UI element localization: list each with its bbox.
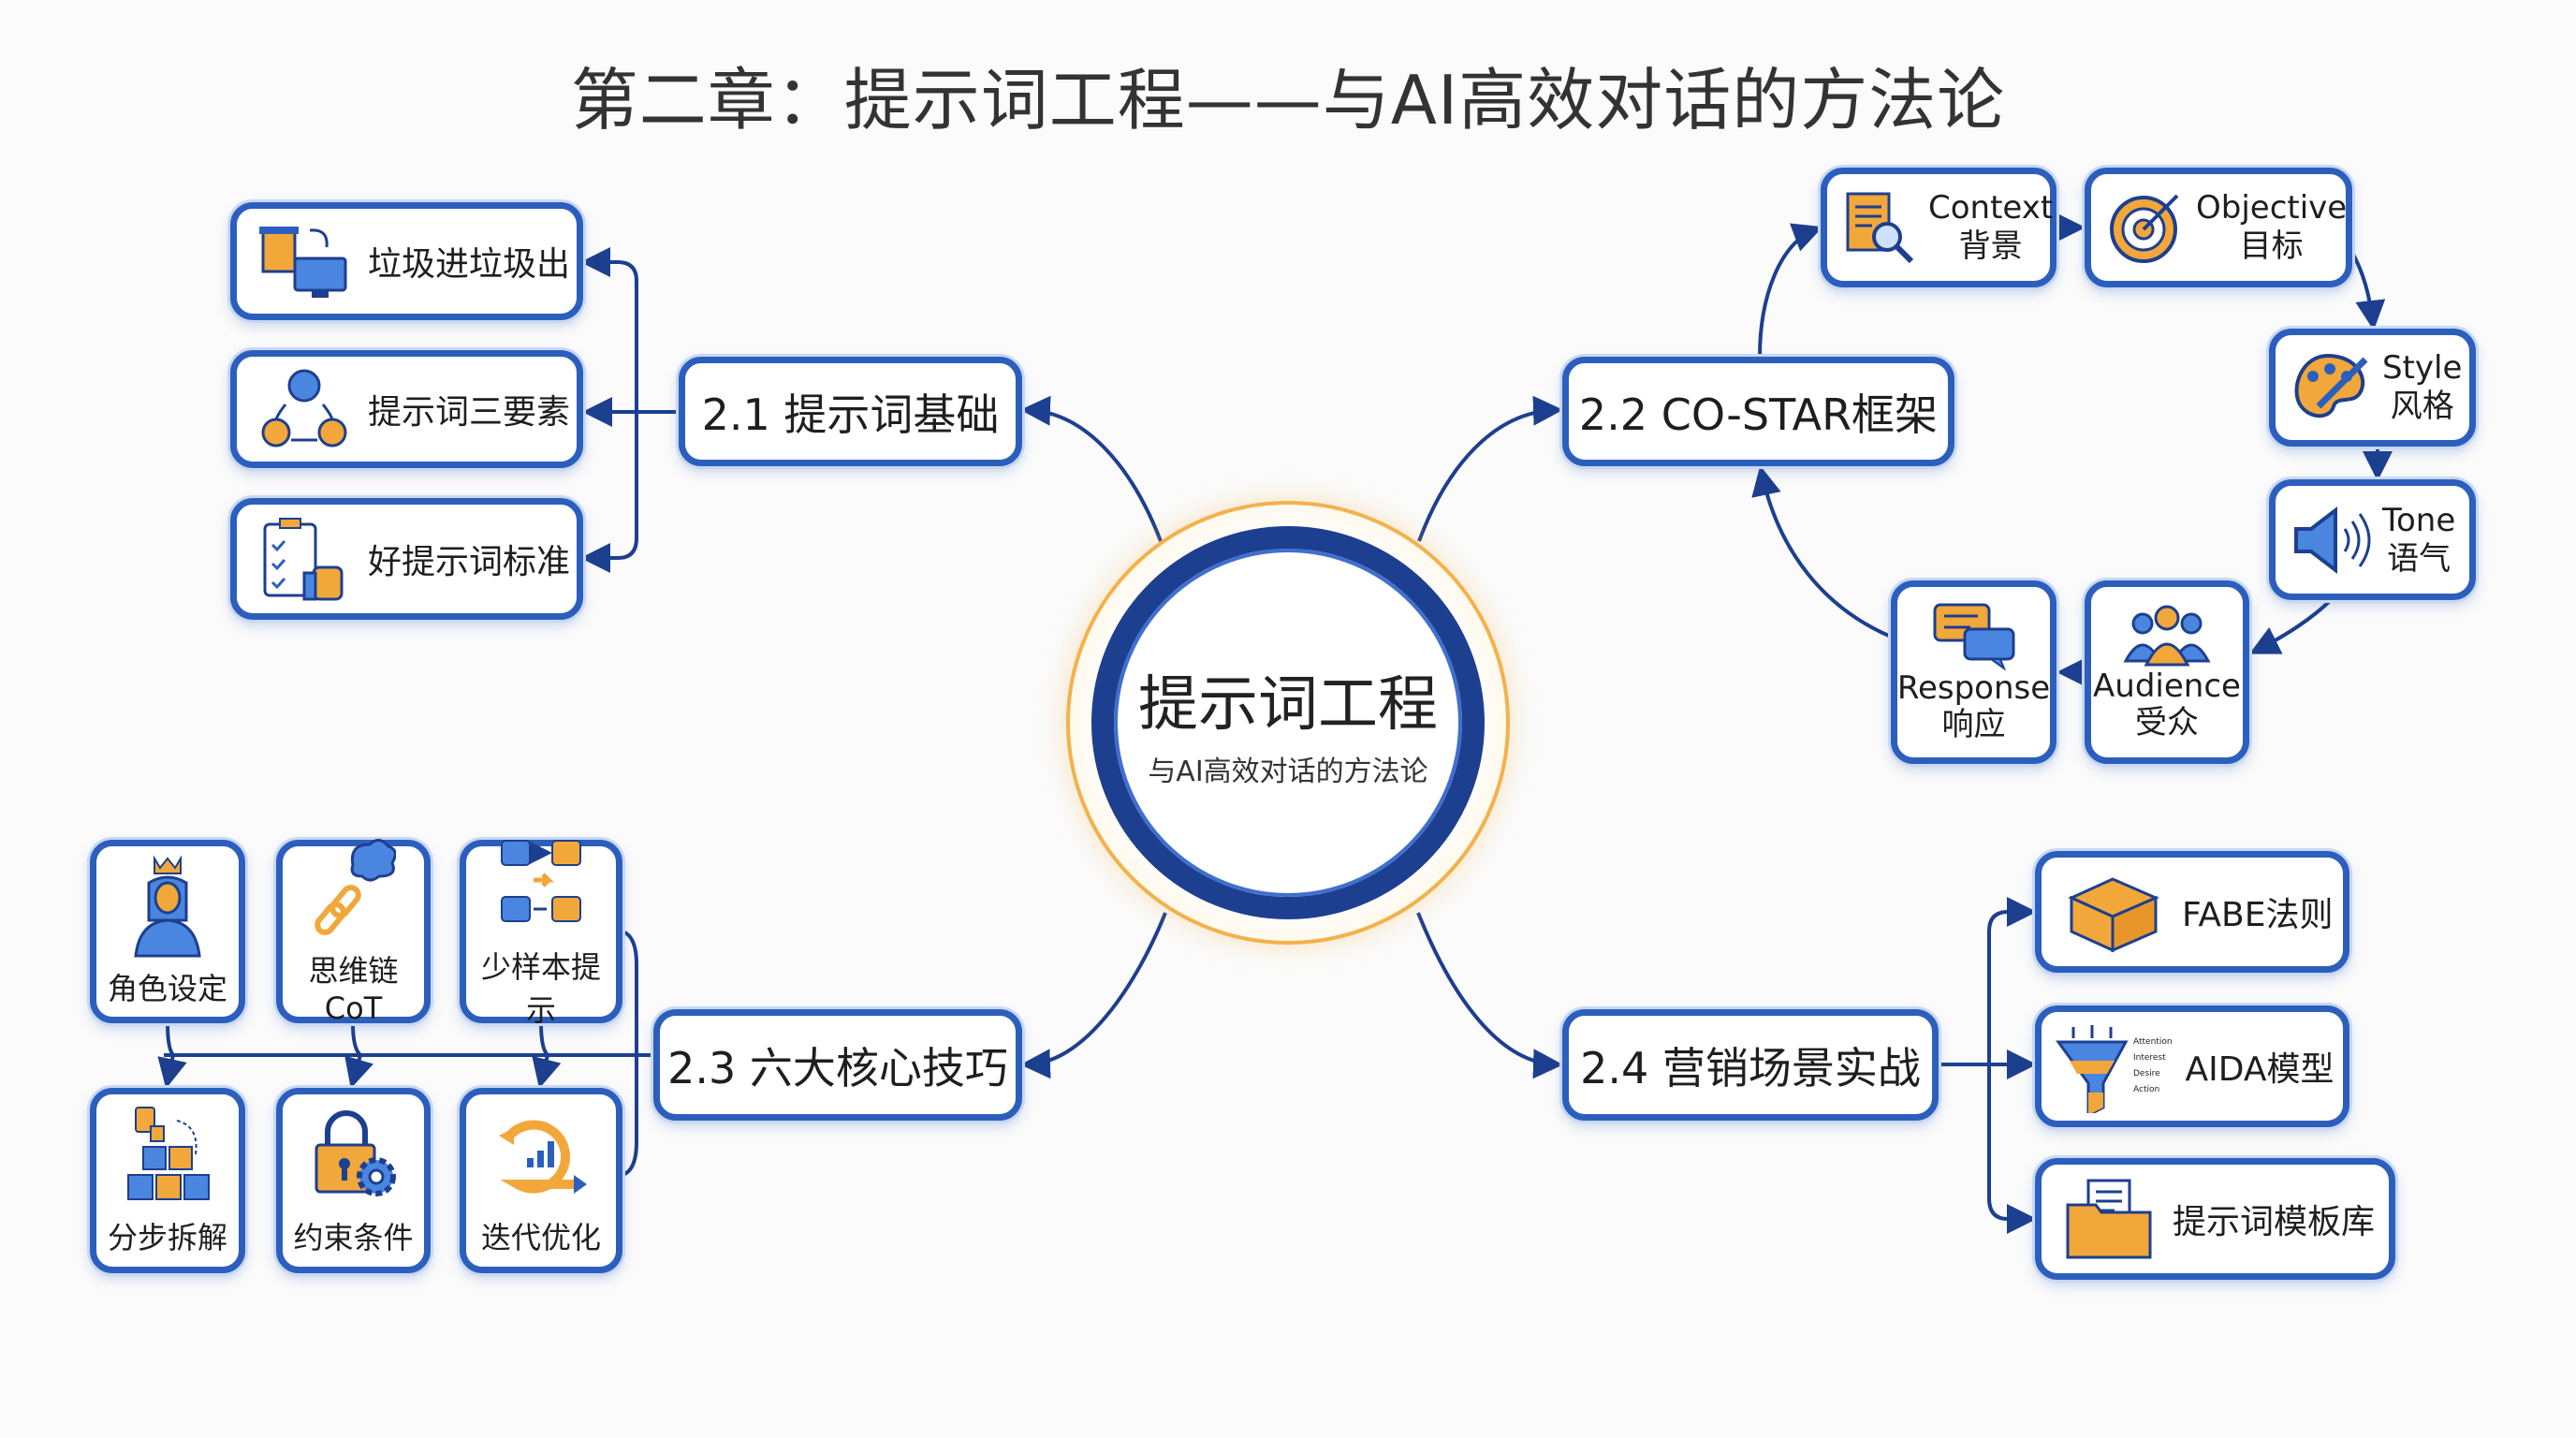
technique-step-breakdown[interactable]: 分步拆解 [90,1088,245,1273]
funnel-icon [2056,1025,2129,1113]
marketing-fabe[interactable]: FABE法则 [2035,851,2349,973]
section-label: 2.1 提示词基础 [701,389,1000,440]
people-group-icon [2123,605,2211,667]
folder-documents-icon [2066,1179,2152,1259]
blocks-breakdown-icon [127,1107,210,1200]
cycle-question-icon [261,369,347,448]
style-en: Style [2382,349,2463,388]
response-zh: 响应 [1941,706,2006,743]
item-good-prompt-standard[interactable]: 好提示词标准 [230,498,583,620]
technique-few-shot[interactable]: 少样本提示 [460,840,622,1028]
open-box-icon [2068,877,2159,953]
audience-zh: 受众 [2135,704,2199,741]
item-label: 提示词模板库 [2173,1203,2376,1241]
section-2-4-node[interactable]: 2.4 营销场景实战 [1562,1009,1939,1121]
item-label: 垃圾进垃圾出 [368,245,571,284]
response-en: Response [1896,668,2051,707]
technique-label: 约束条件 [293,1220,414,1255]
iteration-cycle-icon [499,1120,587,1194]
item-label: 提示词三要素 [368,393,571,432]
marketing-aida[interactable]: Attention Interest Desire Action AIDA模型 [2035,1005,2349,1127]
section-2-3-node[interactable]: 2.3 六大核心技巧 [653,1009,1022,1121]
item-garbage-in-out[interactable]: 垃圾进垃圾出 [230,202,583,320]
center-node[interactable]: 提示词工程 与AI高效对话的方法论 [1091,526,1485,919]
objective-en: Objective [2196,189,2348,227]
technique-role-play[interactable]: 角色设定 [90,840,245,1023]
marketing-template-library[interactable]: 提示词模板库 [2035,1158,2395,1280]
section-label: 2.3 六大核心技巧 [667,1042,1008,1093]
section-2-2-node[interactable]: 2.2 CO-STAR框架 [1562,357,1954,466]
technique-label: 迭代优化 [480,1220,601,1255]
aida-stage-list: Attention Interest Desire Action [2133,1034,2173,1098]
technique-iteration[interactable]: 迭代优化 [460,1088,622,1273]
crowned-person-icon [134,855,201,958]
audience-en: Audience [2093,667,2241,705]
context-en: Context [1928,189,2054,227]
technique-label: 思维链CoT [308,953,399,1026]
section-2-1-node[interactable]: 2.1 提示词基础 [679,357,1022,466]
example-mapping-icon [501,840,581,922]
target-icon [2110,194,2179,263]
style-zh: 风格 [2390,388,2454,425]
tone-zh: 语气 [2387,539,2452,578]
chain-cloud-icon [314,839,396,935]
center-title: 提示词工程 [1138,670,1438,740]
checklist-thumbs-up-icon [263,517,344,600]
page-title: 第二章：提示词工程——与AI高效对话的方法论 [570,61,2006,139]
lock-gear-icon [315,1110,396,1196]
item-three-elements[interactable]: 提示词三要素 [230,350,583,468]
section-label: 2.4 营销场景实战 [1580,1042,1921,1093]
technique-label: 分步拆解 [107,1220,227,1255]
technique-chain-of-thought[interactable]: 思维链CoT [276,839,431,1026]
technique-label: 角色设定 [107,971,227,1006]
technique-label: 少样本提示 [480,949,601,1028]
item-label: AIDA模型 [2185,1050,2334,1089]
trash-computer-icon [259,227,347,298]
center-subtitle: 与AI高效对话的方法论 [1148,756,1428,788]
objective-zh: 目标 [2239,227,2304,265]
technique-constraints[interactable]: 约束条件 [276,1088,431,1273]
context-zh: 背景 [1958,227,2023,265]
aida-stage: Interest [2133,1052,2166,1063]
aida-stage: Attention [2133,1036,2173,1047]
aida-stage: Action [2133,1085,2160,1095]
aida-stage: Desire [2133,1069,2160,1078]
section-label: 2.2 CO-STAR框架 [1578,389,1939,440]
item-label: 好提示词标准 [368,543,571,581]
speaker-icon [2294,506,2371,574]
chat-bubbles-icon [1933,603,2014,670]
item-label: FABE法则 [2182,896,2334,934]
palette-brush-icon [2294,353,2368,418]
tone-en: Tone [2382,501,2456,539]
document-search-icon [1846,192,1914,264]
